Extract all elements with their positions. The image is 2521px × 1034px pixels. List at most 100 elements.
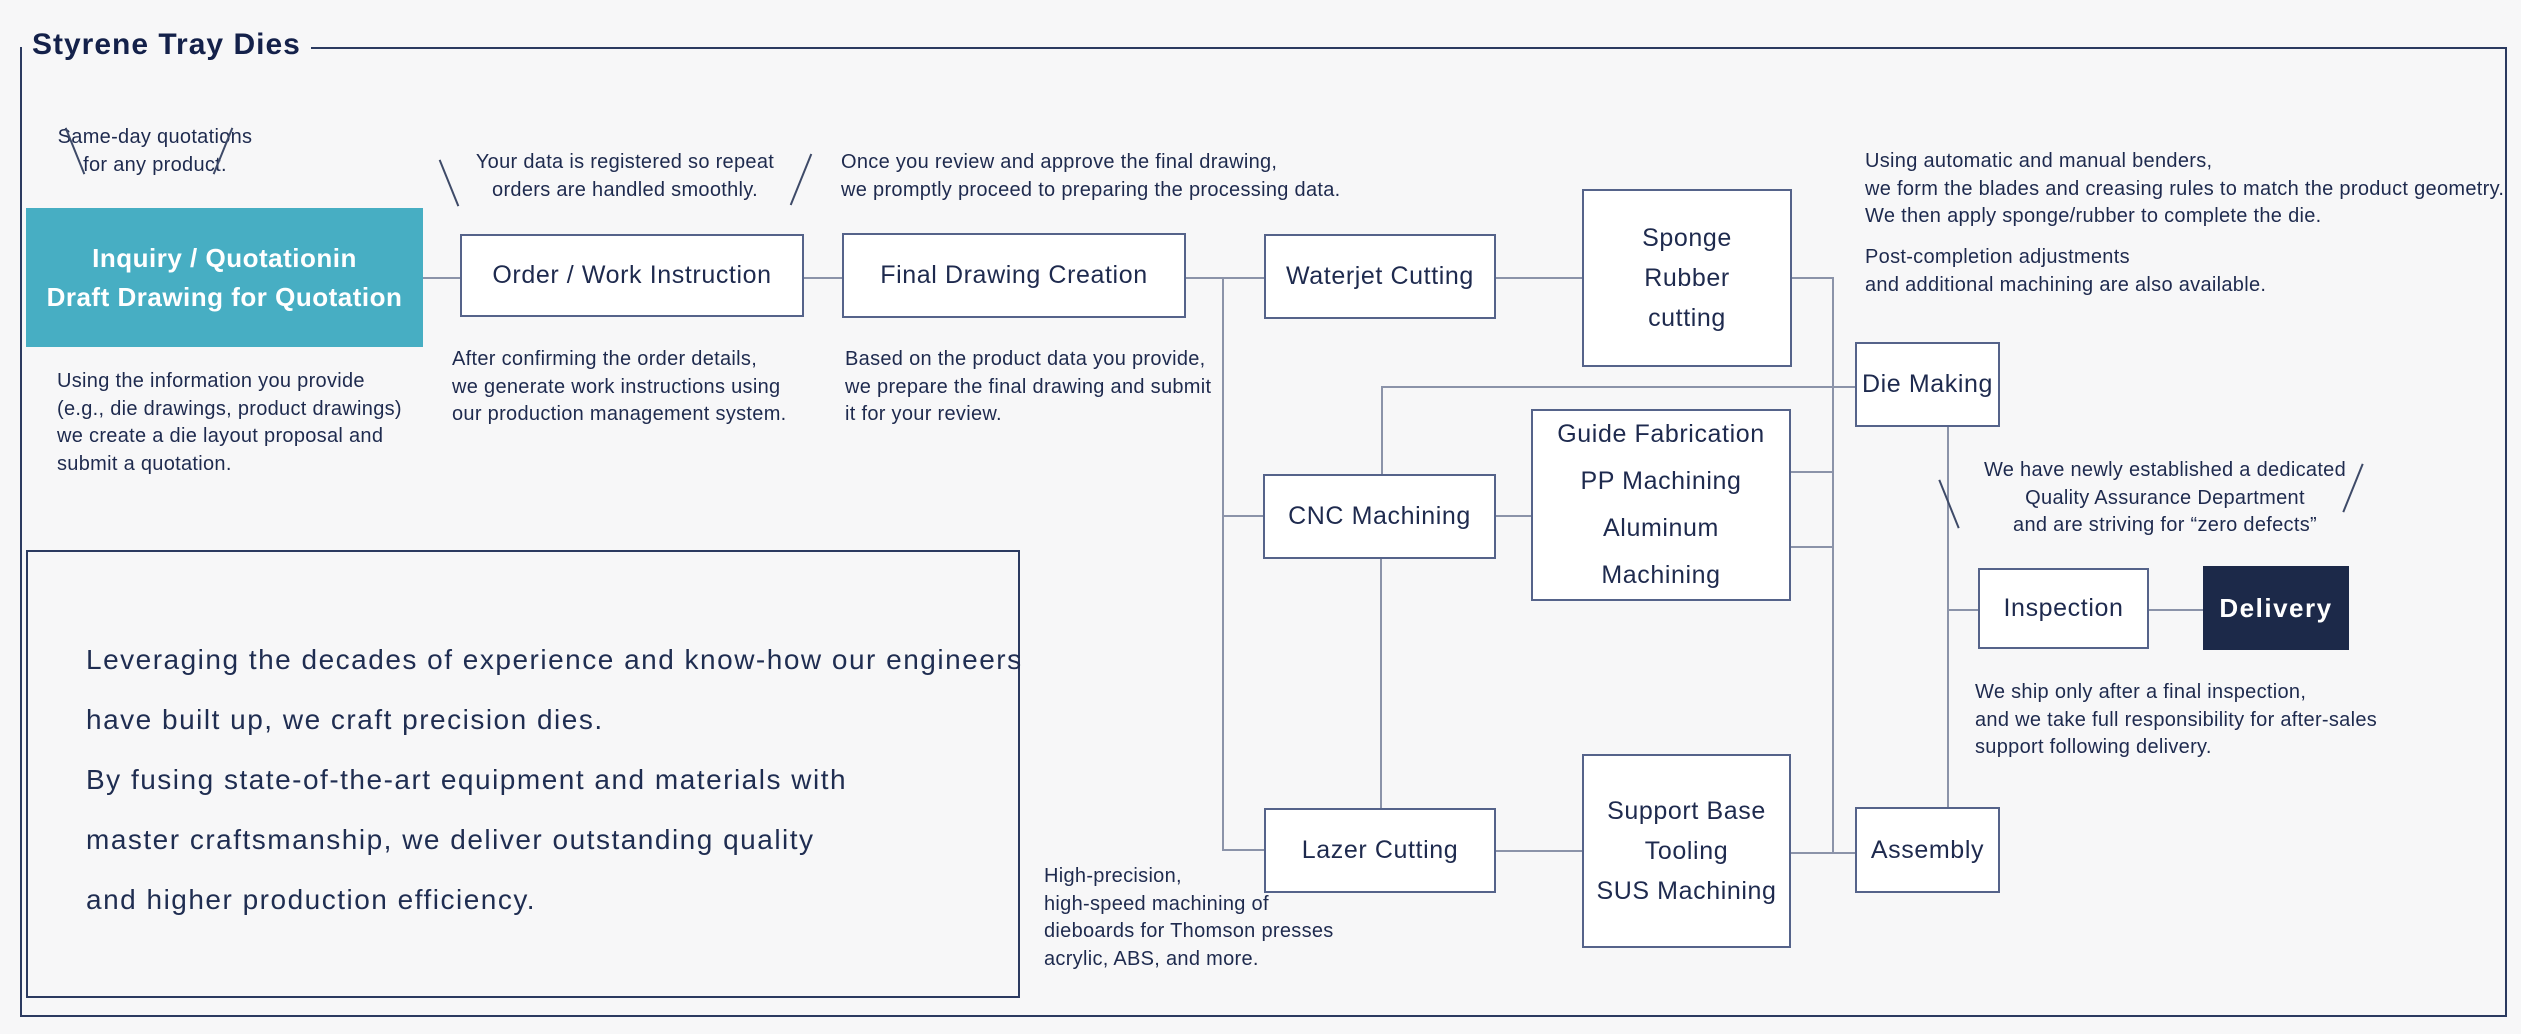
- statement-box: Leveraging the decades of experience and…: [26, 550, 1023, 998]
- callout-quality-assurance: We have newly established a dedicated Qu…: [1975, 457, 2355, 540]
- note-die-a-line1: Using automatic and manual benders,: [1865, 150, 2213, 172]
- box-guide-line2: PP Machining: [1580, 467, 1742, 495]
- connector-order-final: [804, 277, 842, 279]
- callout-repeat-line2: orders are handled smoothly.: [492, 178, 758, 201]
- connector-cnc-up: [1381, 388, 1383, 474]
- connector-guide-stub-upper: [1791, 471, 1832, 473]
- connector-inquiry-order: [423, 277, 460, 279]
- note-final-below-line1: Based on the product data you provide,: [845, 348, 1206, 370]
- connector-sponge-right: [1792, 277, 1833, 279]
- connector-support-assembly: [1791, 852, 1855, 854]
- box-sponge-line3: cutting: [1648, 304, 1726, 332]
- box-support-base-tooling: Support Base Tooling SUS Machining: [1582, 754, 1791, 948]
- box-order-label: Order / Work Instruction: [492, 261, 772, 289]
- box-die-making-label: Die Making: [1861, 370, 1994, 398]
- note-lazer-line4: acrylic, ABS, and more.: [1044, 947, 1259, 970]
- diagram-frame: [20, 47, 2507, 1017]
- box-support-line1: Support Base: [1607, 797, 1766, 825]
- box-assembly: Assembly: [1855, 807, 2000, 893]
- box-support-line3: SUS Machining: [1596, 877, 1777, 905]
- page-title: Styrene Tray Dies: [22, 28, 311, 62]
- connector-guide-stub-lower: [1791, 546, 1832, 548]
- statement-line2: have built up, we craft precision dies.: [86, 704, 604, 735]
- note-final-below: Based on the product data you provide, w…: [845, 346, 1211, 429]
- callout-quality-line3: and are striving for “zero defects”: [2013, 514, 2317, 536]
- box-inspection: Inspection: [1978, 568, 2149, 649]
- box-sponge-rubber-cutting: Sponge Rubber cutting: [1582, 189, 1792, 367]
- connector-cnc-in: [1222, 515, 1263, 517]
- note-final-above-line1: Once you review and approve the final dr…: [841, 151, 1278, 173]
- callout-same-day-line1: Same-day quotations: [57, 126, 253, 148]
- connector-die-assembly: [1947, 427, 1949, 807]
- box-support-line2: Tooling: [1644, 837, 1729, 865]
- note-inquiry: Using the information you provide (e.g.,…: [57, 368, 402, 478]
- box-cnc-label: CNC Machining: [1288, 502, 1471, 530]
- note-die-a-line3: We then apply sponge/rubber to complete …: [1865, 205, 2322, 227]
- connector-inspection-delivery: [2149, 609, 2203, 611]
- box-guide-fabrication: Guide Fabrication PP Machining Aluminum …: [1531, 409, 1791, 601]
- connector-lazer-support: [1496, 850, 1582, 852]
- note-order-line2: we generate work instructions using: [452, 375, 781, 398]
- note-die-a-line2: we form the blades and creasing rules to…: [1865, 177, 2505, 200]
- box-assembly-label: Assembly: [1870, 835, 1985, 864]
- box-delivery-label: Delivery: [2219, 592, 2333, 623]
- box-guide-line1: Guide Fabrication: [1557, 420, 1765, 448]
- note-inquiry-line1: Using the information you provide: [57, 370, 365, 392]
- box-waterjet-cutting: Waterjet Cutting: [1264, 234, 1496, 319]
- callout-quality-line1: We have newly established a dedicated: [1983, 459, 2347, 481]
- note-shipping: We ship only after a final inspection, a…: [1975, 679, 2377, 762]
- note-final-above: Once you review and approve the final dr…: [841, 149, 1341, 204]
- note-die-making-a: Using automatic and manual benders, we f…: [1865, 148, 2504, 231]
- note-order-line1: After confirming the order details,: [452, 348, 758, 370]
- connector-final-waterjet: [1186, 277, 1264, 279]
- statement-line1: Leveraging the decades of experience and…: [86, 644, 1023, 675]
- box-final-label: Final Drawing Creation: [880, 261, 1148, 289]
- callout-same-day-line2: for any product.: [83, 153, 227, 176]
- callout-quality-line2: Quality Assurance Department: [2025, 486, 2305, 509]
- note-final-below-line3: it for your review.: [845, 403, 1002, 425]
- note-ship-line2: and we take full responsibility for afte…: [1975, 708, 2378, 731]
- statement-line3: By fusing state-of-the-art equipment and…: [86, 764, 848, 795]
- callout-repeat-orders: Your data is registered so repeat orders…: [460, 149, 790, 204]
- note-die-b-line2: and additional machining are also availa…: [1865, 273, 2267, 296]
- box-sponge-line2: Rubber: [1644, 264, 1730, 292]
- box-final-drawing-creation: Final Drawing Creation: [842, 233, 1186, 318]
- statement-line5: and higher production efficiency.: [86, 884, 537, 915]
- note-order-line3: our production management system.: [452, 403, 787, 425]
- box-lazer-cutting: Lazer Cutting: [1264, 808, 1496, 893]
- note-inquiry-line2: (e.g., die drawings, product drawings): [57, 397, 402, 420]
- connector-branch-vertical: [1222, 277, 1224, 851]
- box-guide-line4: Machining: [1601, 561, 1721, 589]
- note-inquiry-line3: we create a die layout proposal and: [57, 425, 384, 447]
- note-inquiry-line4: submit a quotation.: [57, 452, 232, 475]
- box-die-making: Die Making: [1855, 342, 2000, 427]
- connector-inspection-in: [1947, 609, 1978, 611]
- connector-right-vertical: [1832, 277, 1834, 853]
- callout-repeat-line1: Your data is registered so repeat: [475, 151, 775, 173]
- note-lazer-line3: dieboards for Thomson presses: [1044, 920, 1334, 942]
- note-final-below-line2: we prepare the final drawing and submit: [845, 375, 1212, 398]
- note-die-b-line1: Post-completion adjustments: [1865, 246, 2130, 268]
- box-inquiry-line2: Draft Drawing for Quotation: [46, 281, 403, 312]
- connector-waterjet-sponge: [1496, 277, 1582, 279]
- statement-line4: master craftsmanship, we deliver outstan…: [86, 824, 815, 855]
- connector-cnc-lazer: [1380, 559, 1382, 808]
- note-lazer-line2: high-speed machining of: [1044, 892, 1269, 915]
- note-ship-line3: support following delivery.: [1975, 736, 2212, 758]
- note-lazer-line1: High-precision,: [1044, 865, 1182, 887]
- connector-cnc-guide: [1496, 515, 1531, 517]
- box-inspection-label: Inspection: [2003, 594, 2124, 622]
- box-guide-line3: Aluminum: [1603, 514, 1719, 542]
- connector-die-making-line: [1381, 386, 1855, 388]
- note-lazer: High-precision, high-speed machining of …: [1044, 863, 1334, 973]
- note-final-above-line2: we promptly proceed to preparing the pro…: [841, 178, 1341, 201]
- box-order-work-instruction: Order / Work Instruction: [460, 234, 804, 317]
- box-cnc-machining: CNC Machining: [1263, 474, 1496, 559]
- box-waterjet-label: Waterjet Cutting: [1286, 262, 1474, 290]
- box-lazer-label: Lazer Cutting: [1301, 836, 1459, 864]
- connector-lazer-in: [1222, 849, 1264, 851]
- box-sponge-line1: Sponge: [1642, 224, 1732, 252]
- note-order: After confirming the order details, we g…: [452, 346, 787, 429]
- box-inquiry-line1: Inquiry / Quotationin: [92, 242, 357, 273]
